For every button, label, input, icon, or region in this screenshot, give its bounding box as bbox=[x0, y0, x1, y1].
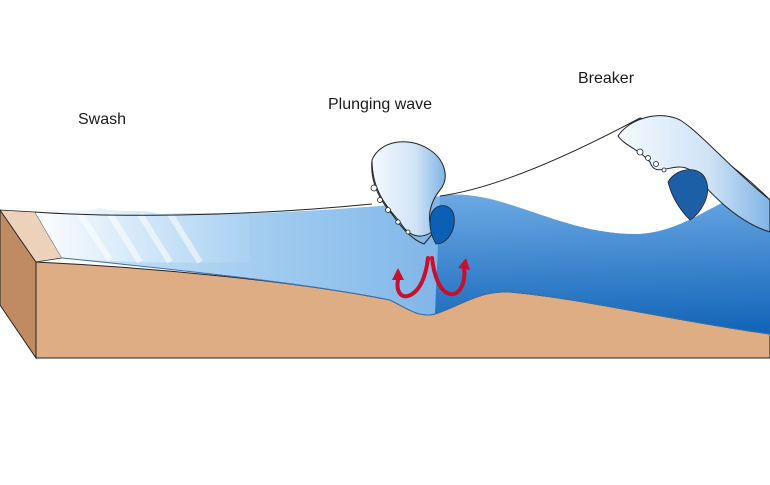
plunging-wave-spray bbox=[370, 184, 411, 235]
plunging-wave-curl bbox=[371, 141, 446, 237]
deep-water bbox=[435, 194, 770, 334]
current-arrows bbox=[395, 256, 467, 299]
seabed-line bbox=[61, 257, 770, 335]
plunging-wave-lip bbox=[371, 159, 435, 245]
breaker-spray bbox=[636, 148, 667, 173]
swash-foam bbox=[35, 208, 250, 263]
swash-label: Swash bbox=[78, 111, 127, 128]
plunging-wave-label: Plunging wave bbox=[328, 96, 433, 113]
plunging-wave-tube bbox=[429, 205, 455, 245]
breaker-tube bbox=[667, 169, 708, 221]
water-surface-line bbox=[34, 203, 373, 216]
breaker-label: Breaker bbox=[578, 70, 635, 87]
swash-streaks bbox=[77, 212, 203, 264]
arrow-heads bbox=[392, 258, 470, 280]
